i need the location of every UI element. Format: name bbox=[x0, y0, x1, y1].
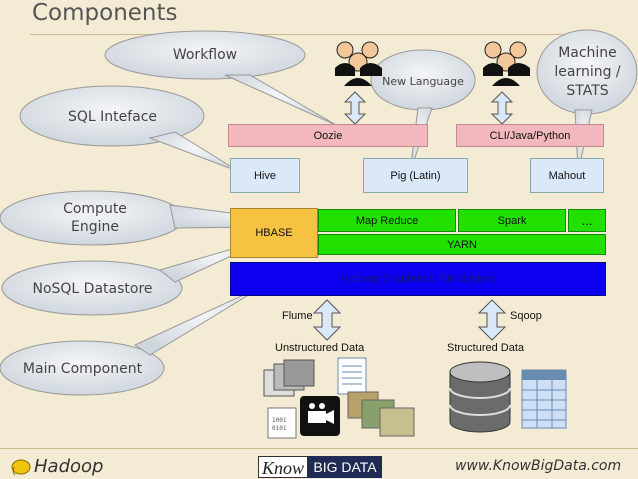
hdfs-box: Hadoop Distributed File System bbox=[230, 262, 606, 296]
map-images-icon bbox=[347, 391, 415, 437]
cli-box: CLI/Java/Python bbox=[456, 124, 604, 147]
more-box: ... bbox=[568, 209, 606, 232]
footer-divider bbox=[0, 448, 638, 449]
sqoop-label: Sqoop bbox=[510, 310, 542, 322]
unstructured-data-icons: 1001 0101 bbox=[263, 357, 415, 439]
structured-data-icons bbox=[449, 361, 567, 433]
flume-arrow bbox=[312, 299, 342, 341]
oozie-box: Oozie bbox=[228, 124, 428, 147]
main-callout bbox=[0, 284, 266, 396]
mahout-box: Mahout bbox=[530, 158, 604, 193]
main-label: Main Component bbox=[22, 361, 143, 377]
ml-label-line2: learning / bbox=[554, 64, 621, 80]
sql-label: SQL Inteface bbox=[67, 109, 158, 125]
nosql-label: NoSQL Datastore bbox=[32, 281, 153, 297]
mapreduce-box: Map Reduce bbox=[318, 209, 456, 232]
hive-box: Hive bbox=[230, 158, 300, 193]
elephant-icon bbox=[11, 459, 31, 476]
footer-hadoop: Hadoop bbox=[34, 456, 104, 477]
brand-logo-bigdata: BIG DATA bbox=[308, 456, 382, 478]
ml-label-line1: Machine bbox=[558, 45, 617, 61]
sqoop-arrow bbox=[477, 299, 507, 341]
compute-label-line2: Engine bbox=[71, 219, 119, 235]
compute-label-line1: Compute bbox=[63, 201, 127, 217]
database-icon bbox=[449, 361, 511, 433]
photos-icon bbox=[263, 359, 315, 397]
hbase-box: HBASE bbox=[230, 208, 318, 258]
table-icon bbox=[521, 369, 567, 429]
users-icon bbox=[335, 41, 382, 86]
sql-callout bbox=[19, 85, 241, 173]
unstructured-label: Unstructured Data bbox=[275, 342, 365, 354]
footer-url[interactable]: www.KnowBigData.com bbox=[455, 458, 622, 474]
spark-box: Spark bbox=[458, 209, 566, 232]
newlang-label: New Language bbox=[382, 75, 464, 88]
workflow-callout bbox=[104, 30, 339, 127]
oozie-arrow bbox=[343, 91, 367, 125]
pig-box: Pig (Latin) bbox=[363, 158, 468, 193]
brand-logo-know: Know bbox=[258, 456, 308, 478]
svg-text:0101: 0101 bbox=[272, 425, 287, 432]
ml-label-line3: STATS bbox=[566, 83, 609, 99]
workflow-label: Workflow bbox=[172, 47, 238, 63]
title-divider bbox=[30, 34, 610, 35]
svg-text:1001: 1001 bbox=[272, 417, 287, 424]
structured-label: Structured Data bbox=[447, 342, 525, 354]
yarn-box: YARN bbox=[318, 234, 606, 255]
binary-file-icon: 1001 0101 bbox=[267, 407, 297, 439]
page-title: Components bbox=[32, 0, 178, 26]
users-icon-2 bbox=[483, 41, 530, 86]
document-icon bbox=[337, 357, 367, 395]
cli-arrow bbox=[490, 91, 514, 125]
flume-label: Flume bbox=[282, 310, 313, 322]
video-camera-icon bbox=[300, 396, 340, 436]
